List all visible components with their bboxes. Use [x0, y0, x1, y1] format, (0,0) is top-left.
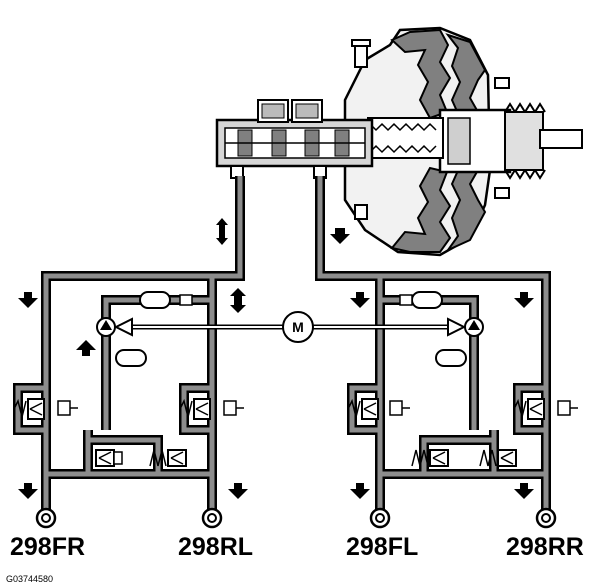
- accumulator-right-lower: [435, 349, 467, 367]
- motor: M: [282, 311, 314, 343]
- down-arrow-icon: [18, 483, 38, 499]
- outlet-valve-rl: [149, 449, 187, 467]
- brake-booster: [343, 26, 583, 257]
- wheel-label-rl: 298RL: [178, 533, 254, 561]
- down-arrow-icon: [514, 483, 534, 499]
- down-arrow-icon: [514, 292, 534, 308]
- outlet-valve-fr: [95, 449, 123, 467]
- accumulator-left-upper: [139, 291, 171, 309]
- double-arrow-icon: [230, 288, 246, 313]
- pump-left: [96, 317, 116, 337]
- down-arrow-icon: [350, 483, 370, 499]
- wheel-cylinder-fl: [369, 507, 391, 529]
- inlet-valve-fr: [13, 398, 78, 420]
- master-cylinder: [215, 99, 374, 179]
- figure-id: G03744580: [6, 574, 54, 584]
- down-arrow-icon: [350, 292, 370, 308]
- pump-right: [464, 317, 484, 337]
- inlet-valve-rl: [179, 398, 244, 420]
- down-arrow-icon: [330, 228, 350, 244]
- down-arrow-icon: [18, 292, 38, 308]
- wheel-label-fl: 298FL: [346, 533, 419, 561]
- motor-label: M: [292, 319, 304, 335]
- flow-arrows: [18, 218, 534, 499]
- wheel-label-rr: 298RR: [506, 533, 584, 561]
- down-arrow-icon: [228, 483, 248, 499]
- wheel-cylinder-rl: [201, 507, 223, 529]
- outlet-valve-rr: [479, 449, 517, 467]
- wheel-cylinder-fr: [35, 507, 57, 529]
- outlet-valve-fl: [411, 449, 449, 467]
- inlet-valve-fl: [347, 398, 410, 420]
- double-arrow-icon: [216, 218, 228, 245]
- wheel-label-fr: 298FR: [10, 533, 86, 561]
- accumulator-left-lower: [115, 349, 147, 367]
- inlet-valve-rr: [513, 398, 578, 420]
- accumulator-right-upper: [411, 291, 443, 309]
- up-arrow-icon: [76, 340, 96, 356]
- wheel-cylinder-rr: [535, 507, 557, 529]
